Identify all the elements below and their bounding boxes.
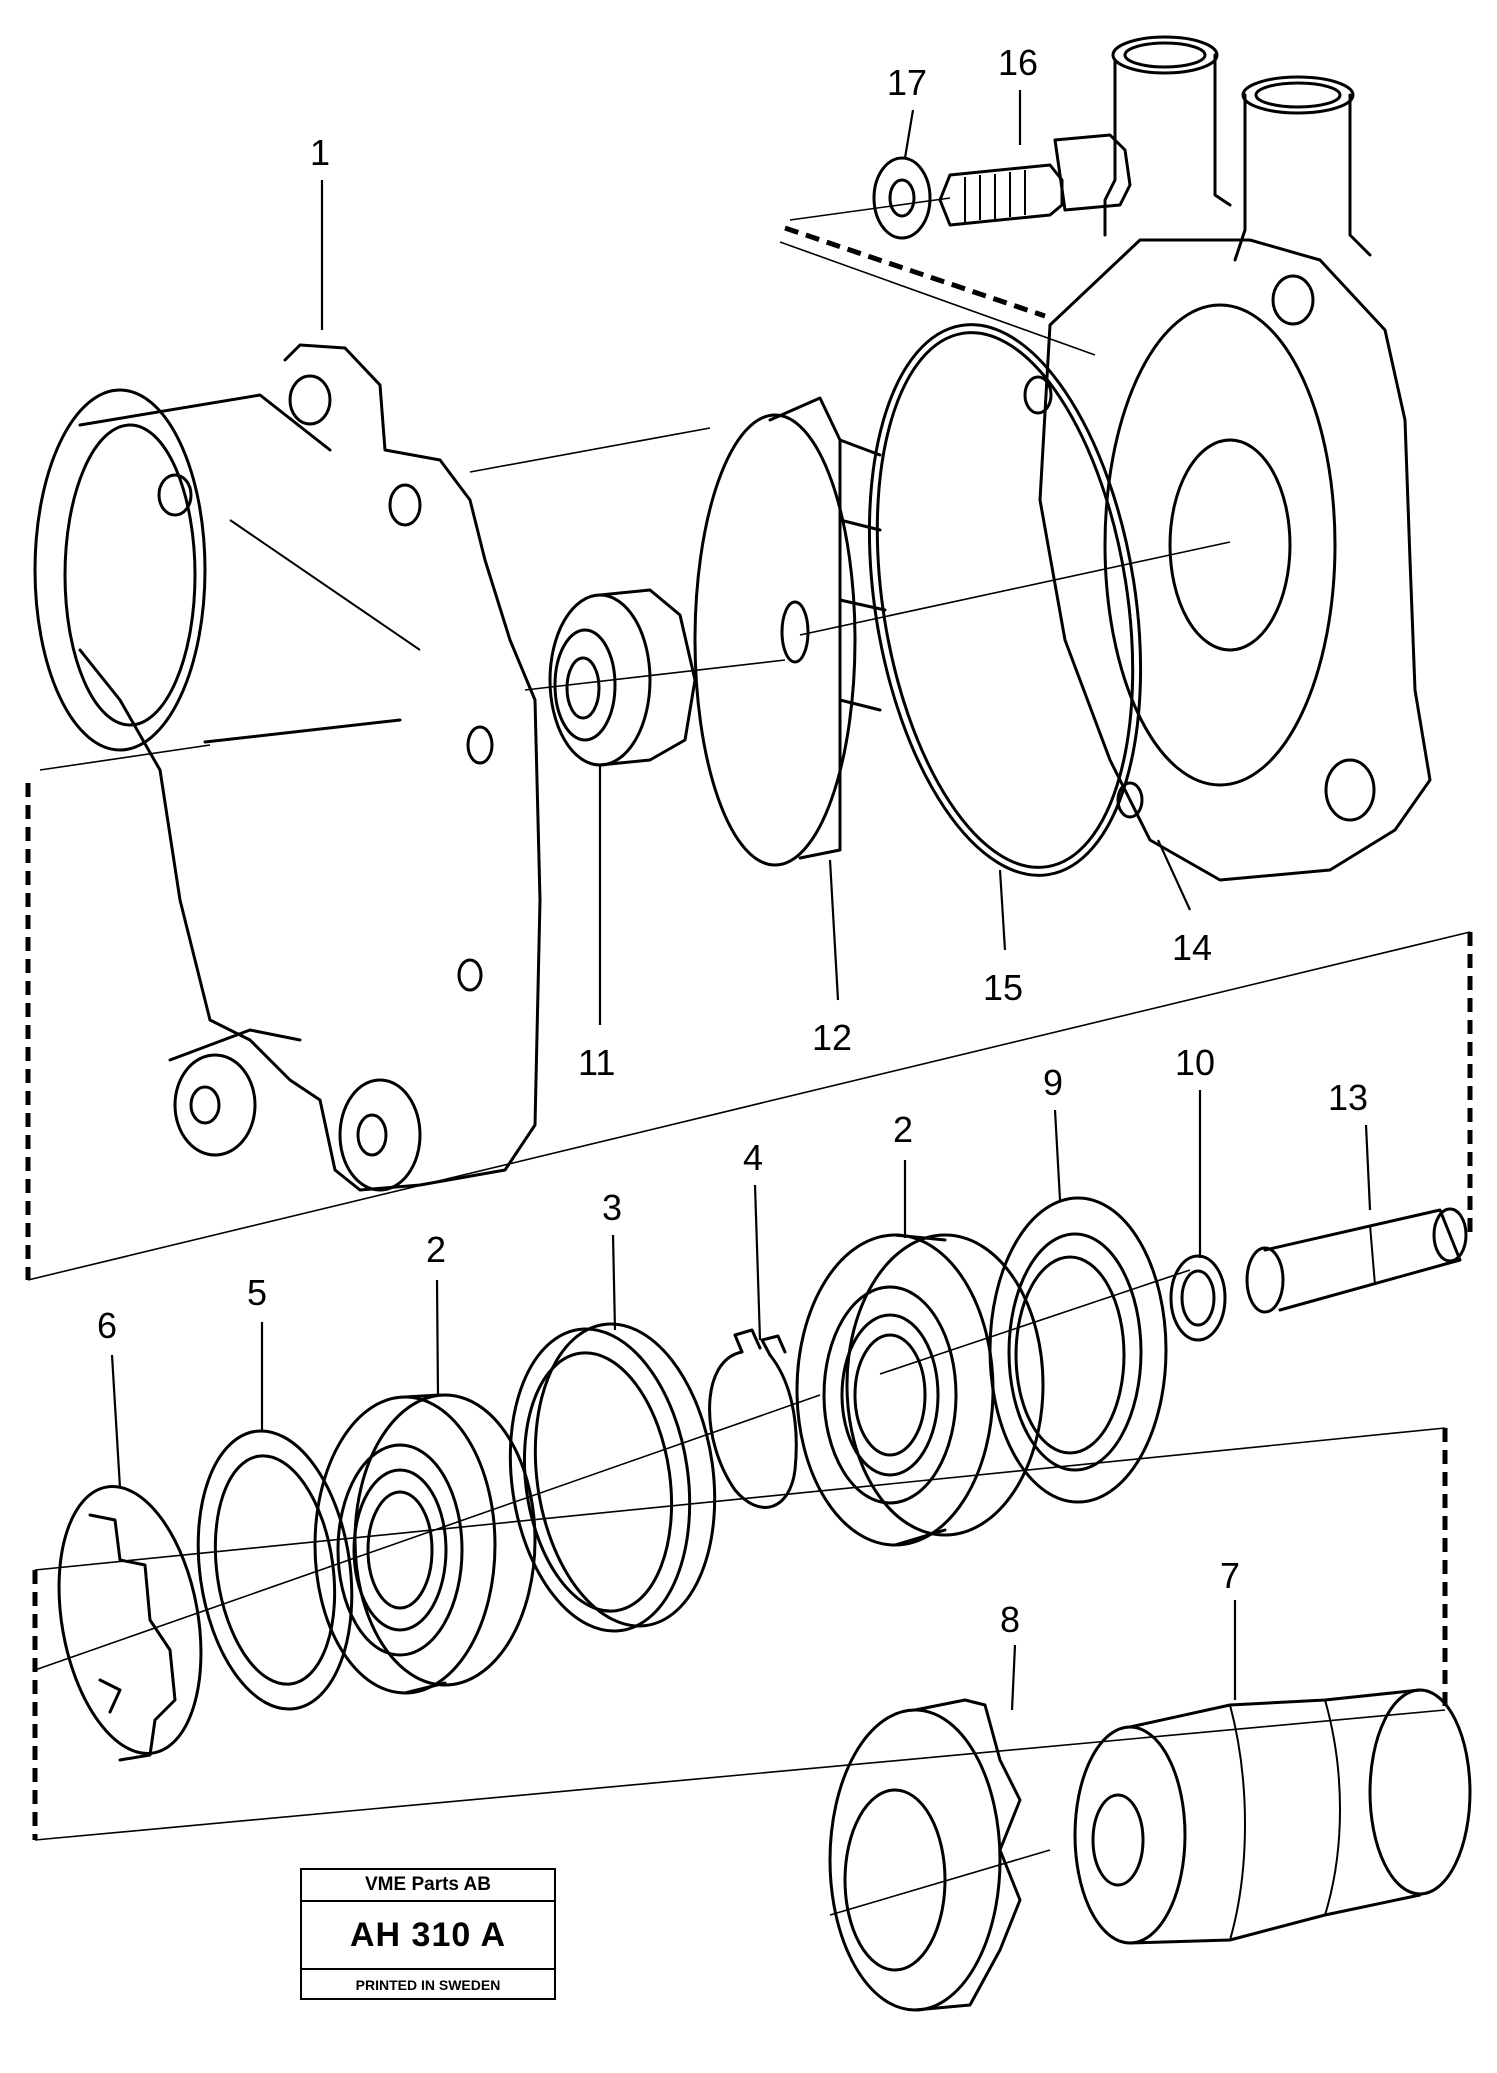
callout-5: 5: [247, 1272, 267, 1313]
part-2-bearing-left: [313, 1393, 537, 1695]
title-block-drawing-number: AH 310 A: [302, 1902, 554, 1970]
leader-lines: [110, 90, 1372, 1711]
part-12-impeller: [693, 396, 1231, 867]
callout-8: 8: [1000, 1599, 1020, 1640]
part-11-shaft-seal: [524, 588, 786, 767]
group-frame-lower: [32, 1427, 1448, 1841]
callout-12: 12: [812, 1017, 852, 1058]
axis-lower-row-right: [879, 1269, 1191, 1375]
callout-3: 3: [602, 1187, 622, 1228]
callout-labels: 1 2 2 3 4 5 6 7 8 9 10 11 12 13 14 15 16…: [97, 42, 1368, 1640]
title-block: VME Parts AB AH 310 A PRINTED IN SWEDEN: [300, 1868, 556, 2000]
callout-2b: 2: [893, 1109, 913, 1150]
callout-16: 16: [998, 42, 1038, 83]
part-14-pump-cover: [1023, 35, 1432, 882]
part-5-shim-ring: [196, 1429, 354, 1711]
callout-10: 10: [1175, 1042, 1215, 1083]
part-8-pulley: [828, 1698, 1051, 2012]
part-3-spacer-ring: [508, 1322, 717, 1633]
part-15-o-ring: [867, 323, 1143, 877]
part-2-bearing-right: [795, 1233, 1045, 1547]
part-6-lock-washer: [57, 1485, 203, 1762]
axis-lower-row: [34, 1394, 821, 1671]
part-7-shaft: [1073, 1688, 1472, 1945]
callout-9: 9: [1043, 1062, 1063, 1103]
callout-7: 7: [1220, 1555, 1240, 1596]
group-frame-upper: [25, 225, 1473, 1281]
callout-17: 17: [887, 62, 927, 103]
part-9-seal-ring: [988, 1196, 1168, 1504]
callout-15: 15: [983, 967, 1023, 1008]
callout-1: 1: [310, 132, 330, 173]
part-13-sleeve: [1245, 1207, 1468, 1314]
part-17-washer: [789, 156, 951, 240]
callout-13: 13: [1328, 1077, 1368, 1118]
part-16-bolt: [938, 133, 1132, 227]
callout-6: 6: [97, 1305, 117, 1346]
callout-2a: 2: [426, 1229, 446, 1270]
title-block-printed: PRINTED IN SWEDEN: [355, 1977, 501, 1993]
callout-4: 4: [743, 1137, 763, 1178]
callout-14: 14: [1172, 927, 1212, 968]
part-1-pump-housing: [33, 343, 711, 1192]
callout-11: 11: [578, 1042, 615, 1083]
part-10-small-seal: [1169, 1254, 1227, 1342]
title-block-company: VME Parts AB: [302, 1870, 554, 1902]
